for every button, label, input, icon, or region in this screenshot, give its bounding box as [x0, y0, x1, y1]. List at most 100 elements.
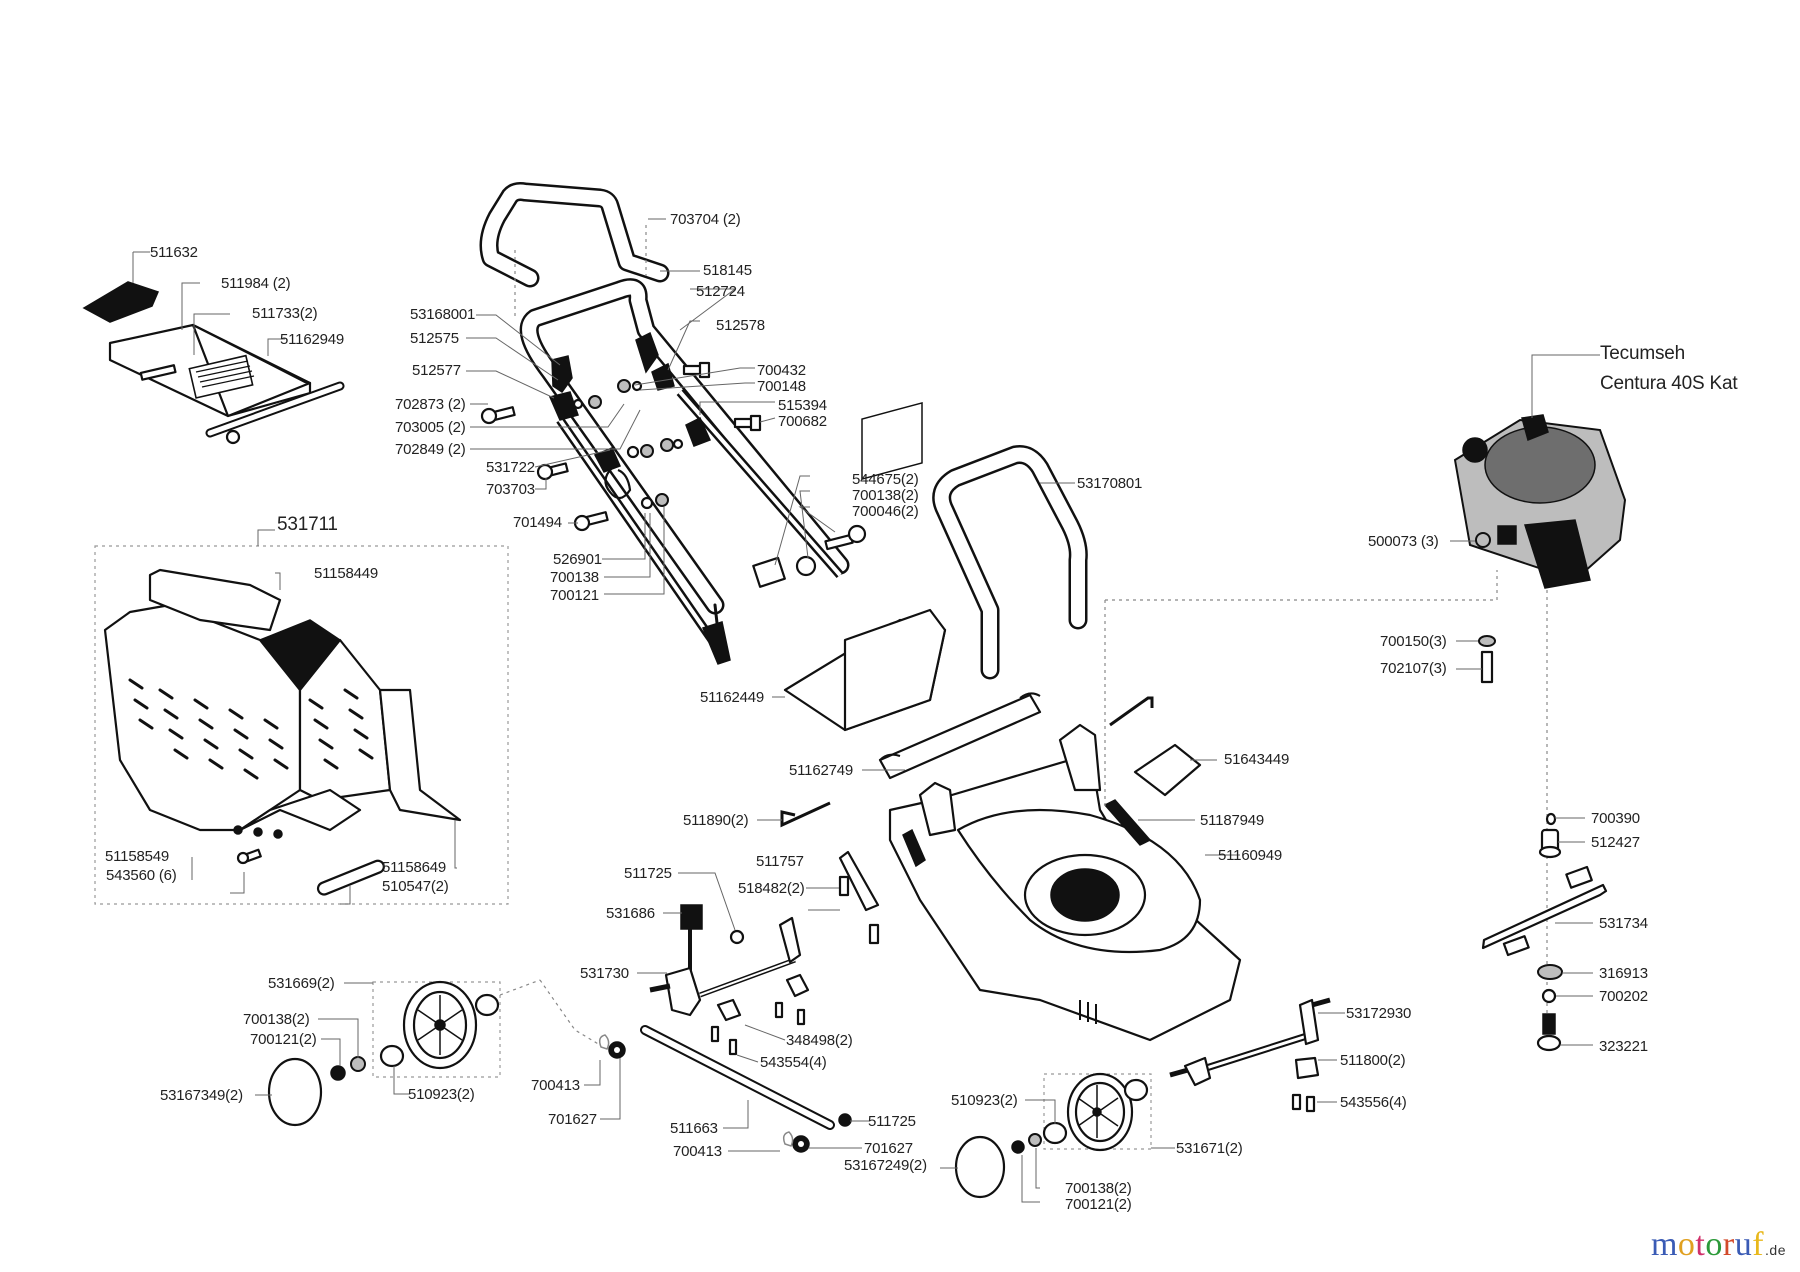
part-label-51158449: 51158449 [314, 565, 379, 582]
part-label-702873: 702873 (2) [395, 396, 466, 413]
part-label-701494: 701494 [513, 514, 562, 531]
part-label-511632: 511632 [150, 244, 198, 261]
part-label-511800: 511800(2) [1340, 1052, 1406, 1069]
part-label-51162949: 51162949 [280, 331, 345, 348]
part-label-703704: 703704 (2) [670, 211, 741, 228]
part-label-700121-left-wheel: 700121(2) [250, 1031, 317, 1048]
lower-handle-53170801 [932, 445, 1088, 680]
part-label-512577: 512577 [412, 362, 461, 379]
deflector-51162449 [783, 401, 947, 732]
engine-tecumseh [1453, 414, 1627, 589]
part-label-700148: 700148 [757, 378, 806, 395]
part-label-543560: 543560 (6) [106, 867, 177, 884]
bolt-702107 [1480, 650, 1494, 684]
part-label-510547: 510547(2) [382, 878, 449, 895]
deflector-51162749 [878, 692, 1042, 780]
part-label-543554: 543554(4) [760, 1054, 827, 1071]
part-label-531671: 531671(2) [1176, 1140, 1243, 1157]
part-label-348498: 348498(2) [786, 1032, 853, 1049]
part-label-531722: 531722 [486, 459, 535, 476]
part-label-703005: 703005 (2) [395, 419, 466, 436]
logo-letter: m [1650, 1226, 1678, 1263]
part-label-700150: 700150(3) [1380, 633, 1447, 650]
clip-upper [1109, 696, 1154, 727]
part-label-51158549: 51158549 [105, 848, 170, 865]
part-label-512575: 512575 [410, 330, 459, 347]
clip-511890 [780, 801, 831, 828]
part-label-51643449: 51643449 [1224, 751, 1290, 768]
assembly-label-531711: 531711 [277, 514, 338, 535]
logo-letter: u [1734, 1226, 1753, 1263]
mower-deck-51160949 [888, 723, 1242, 1042]
part-label-53170801: 53170801 [1077, 475, 1143, 492]
flap-511632 [82, 281, 160, 323]
washer-700150 [1478, 635, 1496, 647]
part-label-53167349: 53167349(2) [160, 1087, 243, 1104]
part-label-518145: 518145 [703, 262, 752, 279]
part-label-526901: 526901 [553, 551, 602, 568]
part-label-51158649: 51158649 [382, 859, 447, 876]
part-label-700138-left-wheel: 700138(2) [243, 1011, 310, 1028]
part-label-543556: 543556(4) [1340, 1094, 1407, 1111]
part-label-51162449: 51162449 [700, 689, 765, 706]
part-label-511984: 511984 (2) [221, 275, 291, 292]
part-label-700413-rear: 700413 [673, 1143, 722, 1160]
part-label-511890: 511890(2) [683, 812, 749, 829]
part-label-700390: 700390 [1591, 810, 1640, 827]
part-label-703703: 703703 [486, 481, 535, 498]
part-label-531669: 531669(2) [268, 975, 335, 992]
logo-letter: r [1722, 1226, 1735, 1263]
part-label-701627-rear: 701627 [864, 1140, 913, 1157]
rear-axle-53172930 [1169, 997, 1331, 1113]
motoruf-watermark-logo: motoruf.de [1651, 1226, 1786, 1264]
part-label-531686: 531686 [606, 905, 655, 922]
cover-51643449 [1133, 743, 1202, 797]
lower-handle-tube [556, 389, 844, 665]
part-label-702849: 702849 (2) [395, 441, 466, 458]
part-label-511733: 511733(2) [252, 305, 318, 322]
part-label-53172930: 53172930 [1346, 1005, 1412, 1022]
right-wheel-531671 [954, 1072, 1152, 1199]
part-label-512724: 512724 [696, 283, 745, 300]
height-adjust-531730 [649, 904, 810, 1056]
part-label-323221: 323221 [1599, 1038, 1648, 1055]
part-label-53167249: 53167249(2) [844, 1157, 927, 1174]
part-label-700682: 700682 [778, 413, 827, 430]
part-label-531730: 531730 [580, 965, 629, 982]
logo-tld: .de [1765, 1242, 1786, 1258]
part-label-702107: 702107(3) [1380, 660, 1447, 677]
part-label-512427: 512427 [1591, 834, 1640, 851]
part-label-51160949: 51160949 [1218, 847, 1283, 864]
logo-letter: t [1695, 1226, 1706, 1263]
part-label-700138-right-wheel: 700138(2) [1065, 1180, 1132, 1197]
part-label-511725-rear: 511725 [868, 1113, 916, 1130]
bracket-511757 [838, 850, 880, 945]
part-label-518482: 518482(2) [738, 880, 805, 897]
part-label-531734: 531734 [1599, 915, 1648, 932]
part-label-51187949: 51187949 [1200, 812, 1265, 829]
part-label-700413-front: 700413 [531, 1077, 580, 1094]
left-wheel-531669 [267, 980, 501, 1127]
part-label-510923-right: 510923(2) [951, 1092, 1018, 1109]
part-label-51162749: 51162749 [789, 762, 854, 779]
blade-stack [1481, 812, 1608, 1052]
top-handle-518145 [479, 182, 670, 288]
part-label-53168001: 53168001 [410, 306, 476, 323]
part-label-512578: 512578 [716, 317, 765, 334]
part-label-700046: 700046(2) [852, 503, 919, 520]
link-rod-511663 [598, 1025, 852, 1153]
part-label-701627-front: 701627 [548, 1111, 597, 1128]
logo-letter: f [1752, 1226, 1765, 1263]
part-label-511663: 511663 [670, 1120, 718, 1137]
part-label-511725-front: 511725 [624, 865, 672, 882]
part-label-515394: 515394 [778, 397, 827, 414]
part-label-700138: 700138 [550, 569, 599, 586]
part-label-500073: 500073 (3) [1368, 533, 1439, 550]
handle-clamps [480, 331, 867, 588]
logo-letter: o [1677, 1226, 1696, 1263]
part-label-700121-right-wheel: 700121(2) [1065, 1196, 1132, 1213]
part-label-700432: 700432 [757, 362, 806, 379]
part-label-510923-left: 510923(2) [408, 1086, 475, 1103]
part-label-316913: 316913 [1599, 965, 1648, 982]
